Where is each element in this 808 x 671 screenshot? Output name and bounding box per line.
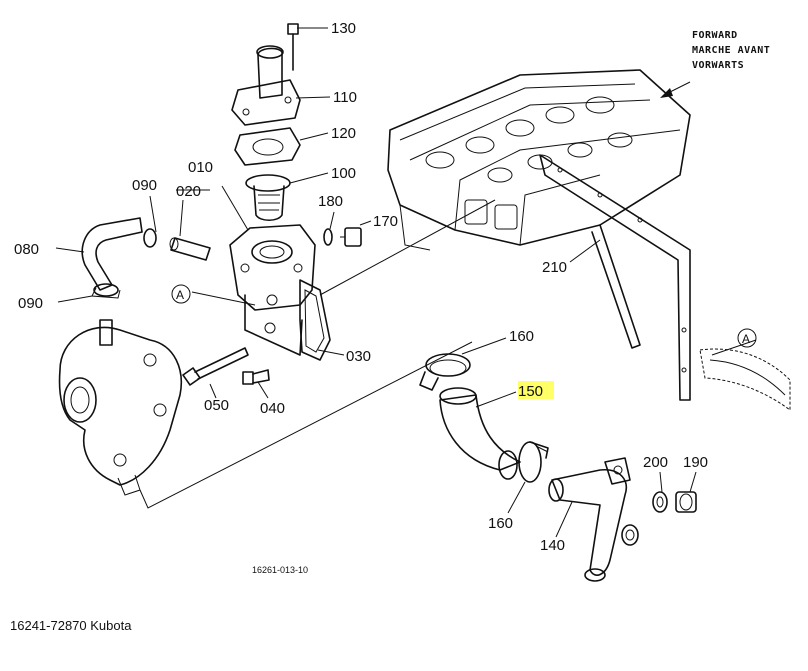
direction-label: FORWARD MARCHE AVANT VORWARTS — [692, 30, 770, 71]
thermostat-100 — [245, 174, 291, 222]
callout-050: 050 — [204, 397, 229, 414]
callout-020: 020 — [176, 183, 201, 200]
direction-line-2: MARCHE AVANT — [692, 45, 770, 56]
water-pipe-140 — [548, 457, 639, 582]
highlight-150 — [518, 381, 554, 399]
callout-090-upper: 090 — [132, 177, 157, 194]
part-caption: 16241-72870 Kubota — [10, 618, 132, 633]
reference-part-a — [699, 348, 791, 411]
engine-bracket — [539, 154, 691, 401]
water-pump — [58, 319, 182, 496]
gasket-120 — [234, 127, 301, 166]
bolt-130 — [287, 23, 299, 71]
callout-200: 200 — [643, 454, 668, 471]
callout-110: 110 — [333, 89, 357, 106]
bypass-hose — [81, 217, 157, 299]
water-hose-150 — [439, 387, 521, 480]
callout-150: 150 — [518, 383, 543, 400]
callout-a-left: A — [176, 288, 184, 302]
gasket-180 — [323, 228, 333, 246]
water-flange — [229, 224, 316, 356]
callouts: 130 110 120 100 010 090 020 180 170 080 … — [14, 20, 757, 554]
engine-block — [387, 69, 691, 251]
callout-210: 210 — [542, 259, 567, 276]
gasket-030 — [299, 279, 331, 361]
callout-170: 170 — [373, 213, 398, 230]
callout-180: 180 — [318, 193, 343, 210]
callout-140: 140 — [540, 537, 565, 554]
reference-circle-a-left — [171, 284, 191, 304]
hose-clamp-upper — [419, 353, 471, 391]
forward-arrow — [660, 81, 691, 98]
thermostat-cover — [231, 45, 301, 126]
callout-120: 120 — [331, 125, 356, 142]
callout-040: 040 — [260, 400, 285, 417]
leader-lines — [55, 27, 757, 538]
gasket-200 — [652, 491, 668, 513]
callout-030: 030 — [346, 348, 371, 365]
direction-line-3: VORWARTS — [692, 60, 744, 71]
bypass-pipe — [169, 237, 211, 261]
callout-080: 080 — [14, 241, 39, 258]
direction-line-1: FORWARD — [692, 30, 738, 41]
bolt-040 — [242, 369, 270, 385]
callout-160-upper: 160 — [509, 328, 534, 345]
bolt-050 — [182, 347, 249, 386]
callout-090-lower: 090 — [18, 295, 43, 312]
callout-010: 010 — [188, 159, 213, 176]
callout-100: 100 — [331, 165, 356, 182]
assembly-lines — [139, 185, 496, 509]
callout-160-lower: 160 — [488, 515, 513, 532]
plug-170 — [340, 227, 362, 247]
hose-clamp-lower — [518, 441, 549, 483]
callout-190: 190 — [683, 454, 708, 471]
callout-a-right: A — [742, 332, 750, 346]
callout-130: 130 — [331, 20, 356, 37]
drawing-code: 16261-013-10 — [252, 565, 308, 575]
reference-circle-a-right — [737, 328, 757, 348]
plug-190 — [675, 491, 697, 513]
